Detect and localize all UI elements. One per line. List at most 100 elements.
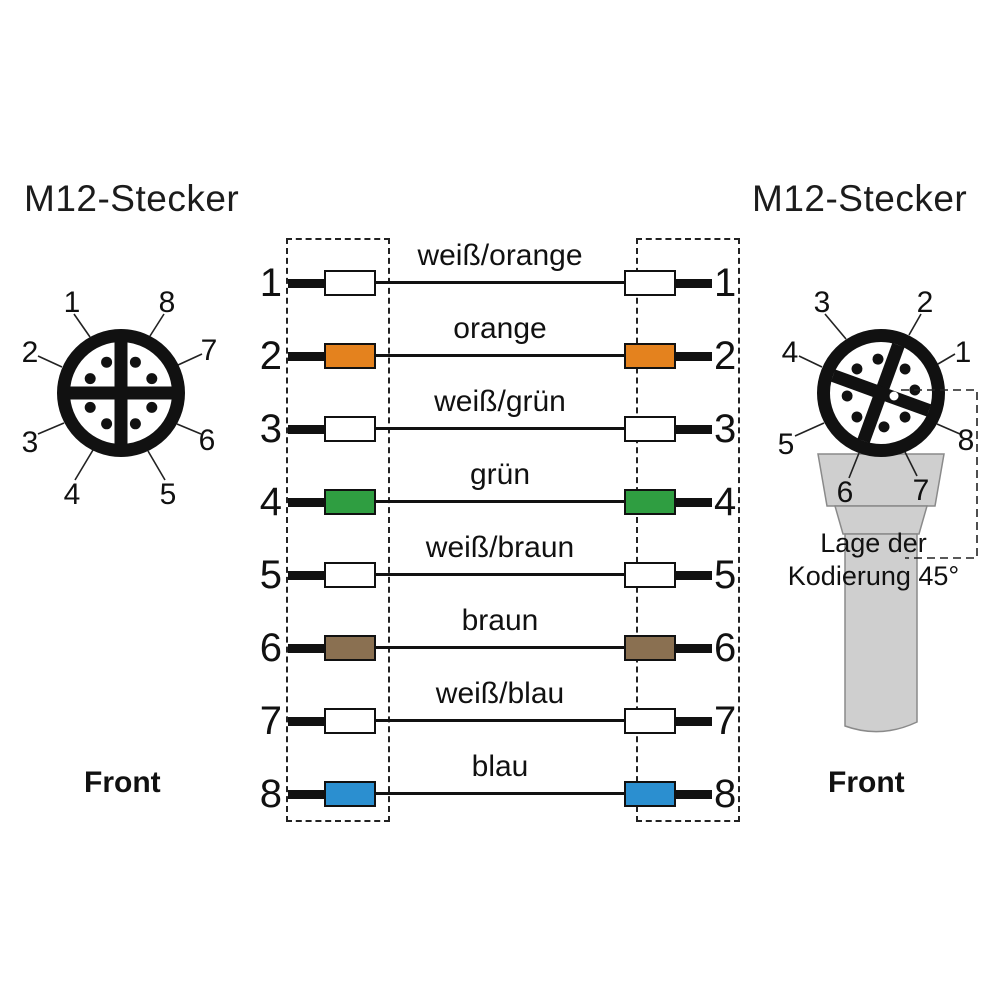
wire-terminal-left	[324, 489, 376, 515]
left-terminal-block-outline	[286, 238, 390, 822]
right-connector-body	[817, 453, 945, 733]
wire-color-label: weiß/braun	[425, 531, 575, 564]
right-pin-label-1: 1	[955, 336, 972, 369]
right-pin-label-3: 3	[814, 286, 831, 319]
wire-line	[376, 719, 624, 722]
right-terminal-block-outline	[636, 238, 740, 822]
coding-note-line2: Kodierung 45°	[787, 560, 960, 591]
wire-stub-left	[288, 571, 324, 580]
pin-number-left: 8	[259, 772, 282, 816]
pin-number-right: 8	[714, 772, 737, 816]
left-connector-cross	[70, 342, 172, 444]
front-label-right: Front	[828, 766, 905, 799]
wire-stub-right	[676, 425, 712, 434]
wire-terminal-left	[324, 708, 376, 734]
wire-line	[376, 354, 624, 357]
left-pin-label-3: 3	[22, 426, 39, 459]
right-pin-label-8: 8	[958, 424, 975, 457]
wire-color-label: orange	[453, 312, 547, 345]
right-pin-label-7: 7	[913, 474, 930, 507]
wire-terminal-left	[324, 416, 376, 442]
right-pin-label-4: 4	[782, 336, 799, 369]
wire-stub-left	[288, 498, 324, 507]
wire-line	[376, 500, 624, 503]
wire-stub-left	[288, 279, 324, 288]
left-pin-leader-lines	[37, 313, 203, 481]
pin-number-left: 2	[259, 334, 282, 378]
wire-terminal-right	[624, 635, 676, 661]
wire-color-label: blau	[471, 750, 529, 783]
right-connector-title: M12-Stecker	[752, 178, 968, 219]
wire-stub-right	[676, 498, 712, 507]
wire-line	[376, 281, 624, 284]
wire-line	[376, 792, 624, 795]
left-pin-label-5: 5	[160, 478, 177, 511]
pin-number-right: 4	[714, 480, 737, 524]
coding-annotation-box	[901, 389, 978, 559]
wire-row: 2 orange 2	[0, 308, 1000, 382]
left-connector-pins	[84, 356, 158, 430]
wire-terminal-left	[324, 562, 376, 588]
wire-row: 7 weiß/blau 7	[0, 673, 1000, 747]
wire-stub-left	[288, 352, 324, 361]
coding-note-line1: Lage der	[820, 528, 927, 558]
pin-number-left: 3	[259, 407, 282, 451]
wire-stub-left	[288, 717, 324, 726]
pin-number-right: 2	[714, 334, 737, 378]
wire-color-label: weiß/blau	[435, 677, 565, 710]
wire-line	[376, 646, 624, 649]
wire-stub-right	[676, 279, 712, 288]
pin-number-right: 6	[714, 626, 737, 670]
right-pin-label-2: 2	[917, 286, 934, 319]
wire-row: 1 weiß/orange 1	[0, 235, 1000, 309]
wire-line	[376, 573, 624, 576]
front-label-left: Front	[84, 766, 161, 799]
right-pin-leader-lines	[794, 313, 961, 479]
pin-number-right: 7	[714, 699, 737, 743]
right-pin-label-6: 6	[837, 476, 854, 509]
wire-color-label: grün	[469, 458, 531, 491]
wire-row: 3 weiß/grün 3	[0, 381, 1000, 455]
pin-number-right: 3	[714, 407, 737, 451]
wire-terminal-right	[624, 562, 676, 588]
wire-row: 6 braun 6	[0, 600, 1000, 674]
right-pin-label-5: 5	[778, 428, 795, 461]
wire-terminal-left	[324, 635, 376, 661]
left-pin-label-4: 4	[64, 478, 81, 511]
pin-number-right: 1	[714, 261, 737, 305]
wire-stub-right	[676, 352, 712, 361]
wire-terminal-right	[624, 343, 676, 369]
wire-stub-left	[288, 790, 324, 799]
wire-row: 8 blau 8	[0, 746, 1000, 820]
wire-stub-right	[676, 571, 712, 580]
wire-line	[376, 427, 624, 430]
wire-color-label: braun	[461, 604, 539, 637]
pin-number-right: 5	[714, 553, 737, 597]
right-m12-connector-diagram: 3 2 4 1 5 8 6 7	[778, 286, 978, 733]
wire-terminal-right	[624, 270, 676, 296]
wire-stub-left	[288, 644, 324, 653]
wire-stub-right	[676, 717, 712, 726]
left-pin-label-1: 1	[64, 286, 81, 319]
wire-stub-left	[288, 425, 324, 434]
left-connector-title: M12-Stecker	[24, 178, 240, 219]
wire-stub-right	[676, 790, 712, 799]
wire-color-label: weiß/orange	[417, 239, 583, 272]
wire-terminal-left	[324, 343, 376, 369]
wire-color-label: weiß/grün	[434, 385, 566, 418]
pin-number-left: 4	[259, 480, 282, 524]
left-m12-connector-diagram: 1 8 2 7 3 6 4 5	[22, 286, 218, 511]
left-pin-label-7: 7	[201, 334, 218, 367]
wire-terminal-right	[624, 708, 676, 734]
left-pin-label-2: 2	[22, 336, 39, 369]
pin-number-left: 6	[259, 626, 282, 670]
coding-note: Lage der Kodierung 45°	[766, 527, 981, 593]
pin-number-left: 1	[259, 261, 282, 305]
wire-row: 4 grün 4	[0, 454, 1000, 528]
wire-terminal-right	[624, 416, 676, 442]
pin-number-left: 7	[259, 699, 282, 743]
wire-terminal-left	[324, 270, 376, 296]
wire-terminal-right	[624, 489, 676, 515]
left-pin-label-6: 6	[199, 424, 216, 457]
coding-position-dot	[889, 391, 899, 401]
